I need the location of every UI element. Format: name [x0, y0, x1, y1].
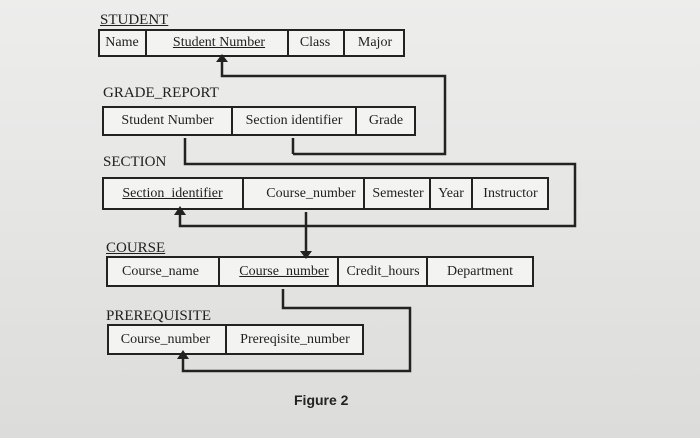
column-semester: Semester — [372, 185, 424, 201]
column-student-number: Student Number — [172, 35, 266, 50]
column-course-name: Course_name — [122, 263, 199, 279]
column-course-number: Course_number — [239, 263, 329, 279]
column-grade: Grade — [368, 113, 404, 128]
table-title-course: COURSE — [106, 240, 166, 256]
column-instructor: Instructor — [483, 185, 538, 201]
figure-caption: Figure 2 — [294, 392, 349, 408]
column-student-number: Student Number — [121, 113, 214, 128]
column-department: Department — [446, 263, 514, 279]
table-title-grade-report: GRADE_REPORT — [103, 85, 219, 101]
arrowhead-course — [300, 251, 312, 259]
table-course: Course_name Course_number Credit_hours D… — [106, 256, 534, 287]
column-course-number: Course_number — [266, 185, 356, 201]
table-section: Section_identifier Course_number Semeste… — [102, 177, 549, 210]
table-grade-report: Student Number Section identifier Grade — [102, 106, 416, 136]
arrowhead-section — [174, 206, 186, 215]
fk-line-student-number — [220, 60, 447, 156]
table-title-prerequisite: PREREQUISITE — [106, 308, 211, 324]
column-section-identifier: Section identifier — [245, 113, 343, 128]
table-title-section: SECTION — [103, 154, 167, 170]
column-course-number: Course_number — [120, 331, 211, 347]
arrowhead-prerequisite — [177, 350, 189, 359]
column-class: Class — [299, 35, 331, 50]
fk-line-prerequisite — [181, 289, 412, 373]
column-name: Name — [105, 35, 139, 50]
fk-line-section-identifier — [178, 138, 577, 228]
column-credit-hours: Credit_hours — [346, 263, 420, 279]
column-year: Year — [438, 185, 464, 201]
table-student: Name Student Number Class Major — [98, 29, 405, 57]
table-title-student: STUDENT — [100, 12, 169, 28]
table-prerequisite: Course_number Prereqisite_number — [107, 324, 364, 355]
column-section-identifier: Section_identifier — [122, 185, 223, 201]
column-major: Major — [357, 35, 393, 50]
column-prerequisite-number: Prereqisite_number — [240, 331, 350, 347]
arrowhead-student — [216, 54, 228, 62]
